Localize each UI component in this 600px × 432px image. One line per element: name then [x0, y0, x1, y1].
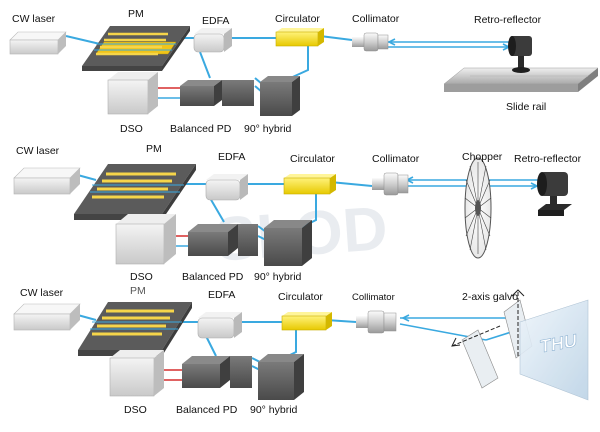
label-balanced-pd: Balanced PD: [176, 404, 238, 416]
edfa: [205, 174, 248, 201]
free-space-beam: [386, 38, 512, 51]
edfa: [193, 28, 232, 53]
label-edfa: EDFA: [202, 15, 229, 27]
circulator: [283, 174, 336, 195]
retro-reflector: [537, 172, 572, 216]
collimator: [356, 310, 397, 334]
phase-modulator: [74, 164, 196, 220]
label-edfa: EDFA: [208, 289, 235, 301]
balanced-pd: [182, 356, 252, 388]
edfa: [197, 312, 242, 339]
label-collimator: Collimator: [352, 292, 395, 303]
label-edfa: EDFA: [218, 151, 245, 163]
hybrid-90: [264, 220, 312, 266]
label-hybrid: 90° hybrid: [250, 404, 298, 416]
label-cw-laser: CW laser: [16, 145, 60, 157]
label-retro-reflector: Retro-reflector: [474, 14, 542, 26]
label-hybrid: 90° hybrid: [254, 271, 302, 283]
label-hybrid: 90° hybrid: [244, 123, 292, 135]
free-space-beam: [399, 314, 525, 341]
label-chopper: Chopper: [462, 151, 503, 163]
retro-reflector: [508, 36, 532, 73]
label-pm: PM: [146, 143, 162, 155]
label-cw-laser: CW laser: [20, 287, 64, 299]
circulator: [281, 312, 332, 331]
label-collimator: Collimator: [352, 13, 400, 25]
label-pm: PM: [130, 285, 146, 297]
label-balanced-pd: Balanced PD: [170, 123, 232, 135]
setup-2-chopper: CW laser PM EDFA Circulator Collimator C…: [13, 143, 582, 283]
balanced-pd: [180, 80, 254, 106]
setup-3-galvo: THU CW laser PM EDFA Circulator Collimat…: [13, 285, 589, 416]
label-retro-reflector: Retro-reflector: [514, 153, 582, 165]
cw-laser: [13, 303, 81, 331]
label-circulator: Circulator: [275, 13, 320, 25]
dso: [115, 214, 176, 265]
thu-target: THU: [519, 299, 589, 401]
label-dso: DSO: [124, 404, 147, 416]
label-galvo: 2-axis galvo: [462, 291, 518, 303]
label-slide-rail: Slide rail: [506, 101, 546, 113]
label-collimator: Collimator: [372, 153, 420, 165]
collimator: [372, 172, 409, 196]
phase-modulator: [82, 26, 190, 71]
phase-modulator: [78, 302, 192, 356]
label-circulator: Circulator: [278, 291, 323, 303]
label-balanced-pd: Balanced PD: [182, 271, 244, 283]
label-dso: DSO: [120, 123, 143, 135]
slide-rail: [443, 67, 599, 92]
dso: [107, 72, 158, 115]
dso: [109, 350, 164, 397]
rf-cables: [156, 87, 182, 99]
circulator: [275, 28, 324, 47]
setup-1-slide-rail: CW laser PM EDFA Circulator Collimator R…: [9, 8, 599, 135]
label-pm: PM: [128, 8, 144, 20]
cw-laser: [13, 167, 81, 195]
chopper-wheel: [464, 157, 492, 259]
hybrid-90: [258, 354, 304, 400]
label-dso: DSO: [130, 271, 153, 283]
balanced-pd: [188, 224, 258, 256]
collimator: [352, 32, 389, 52]
label-circulator: Circulator: [290, 153, 335, 165]
label-cw-laser: CW laser: [12, 13, 56, 25]
hybrid-90: [260, 76, 300, 116]
cw-laser: [9, 31, 67, 55]
galvo-mirror-1: [451, 325, 501, 389]
